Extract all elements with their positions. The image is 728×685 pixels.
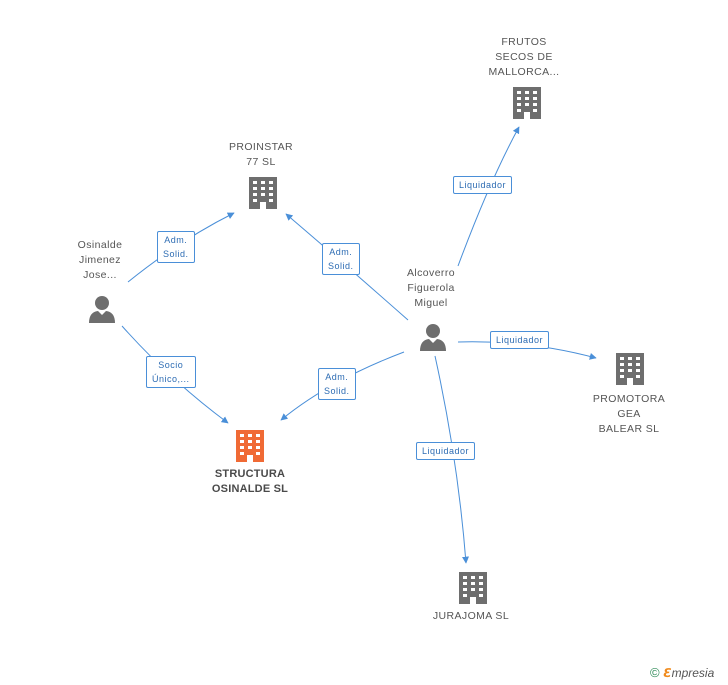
label-line: FRUTOS <box>501 36 547 48</box>
node-label-frutos[interactable]: FRUTOS SECOS DE MALLORCA... <box>479 35 569 80</box>
label-line: Liquidador <box>459 180 507 190</box>
label-line: JURAJOMA SL <box>432 610 510 622</box>
person-icon[interactable] <box>89 296 115 323</box>
label-line: Jose... <box>83 269 117 281</box>
edge-label-alcoverro-promotora[interactable]: Liquidador <box>490 331 550 349</box>
label-line: PROINSTAR <box>228 141 294 153</box>
node-label-proinstar[interactable]: PROINSTAR 77 SL <box>221 140 301 170</box>
copyright-notice: © ℇmpresia <box>650 665 714 680</box>
building-icon[interactable] <box>616 353 644 385</box>
label-line: Jimenez <box>79 254 121 266</box>
node-label-promotora[interactable]: PROMOTORA GEA BALEAR SL <box>584 392 674 437</box>
label-line: BALEAR SL <box>598 423 660 435</box>
building-icon[interactable] <box>513 87 541 119</box>
edge-alcoverro-frutos <box>457 126 520 267</box>
edge-label-osinalde-structura[interactable]: Socio Único,... <box>146 356 196 388</box>
label-line: Solid. <box>163 249 189 259</box>
label-line: Solid. <box>328 261 354 271</box>
label-line: Figuerola <box>407 282 455 294</box>
label-line: Liquidador <box>422 446 470 456</box>
main-building-icon[interactable] <box>236 430 264 462</box>
building-icon[interactable] <box>459 572 487 604</box>
node-label-structura[interactable]: STRUCTURA OSINALDE SL <box>197 467 303 497</box>
label-line: Único,... <box>152 374 190 384</box>
label-line: Adm. <box>329 247 353 257</box>
node-label-osinalde[interactable]: Osinalde Jimenez Jose... <box>60 238 140 283</box>
label-line: Osinalde <box>77 239 123 251</box>
label-line: Miguel <box>414 297 448 309</box>
label-line: OSINALDE SL <box>211 483 289 495</box>
node-label-jurajoma[interactable]: JURAJOMA SL <box>421 609 521 624</box>
label-line: PROMOTORA <box>592 393 666 405</box>
label-line: MALLORCA... <box>488 66 560 78</box>
label-line: Adm. <box>164 235 188 245</box>
node-label-alcoverro[interactable]: Alcoverro Figuerola Miguel <box>391 266 471 311</box>
edge-label-alcoverro-jurajoma[interactable]: Liquidador <box>416 442 476 460</box>
copyright-icon: © <box>650 665 660 680</box>
edge-label-alcoverro-frutos[interactable]: Liquidador <box>453 176 513 194</box>
label-line: Liquidador <box>496 335 544 345</box>
label-line: SECOS DE <box>495 51 553 63</box>
label-line: GEA <box>617 408 641 420</box>
label-line: STRUCTURA <box>214 468 286 480</box>
label-line: 77 SL <box>246 156 276 168</box>
label-line: Socio <box>158 360 184 370</box>
edge-label-osinalde-proinstar[interactable]: Adm. Solid. <box>157 231 195 263</box>
empresia-logo: ℇmpresia <box>663 666 715 680</box>
label-line: Adm. <box>325 372 349 382</box>
label-line: Solid. <box>324 386 350 396</box>
person-icon[interactable] <box>420 324 446 351</box>
building-icon[interactable] <box>249 177 277 209</box>
edge-label-alcoverro-proinstar[interactable]: Adm. Solid. <box>322 243 360 275</box>
label-line: Alcoverro <box>407 267 455 279</box>
edge-label-alcoverro-structura[interactable]: Adm. Solid. <box>318 368 356 400</box>
